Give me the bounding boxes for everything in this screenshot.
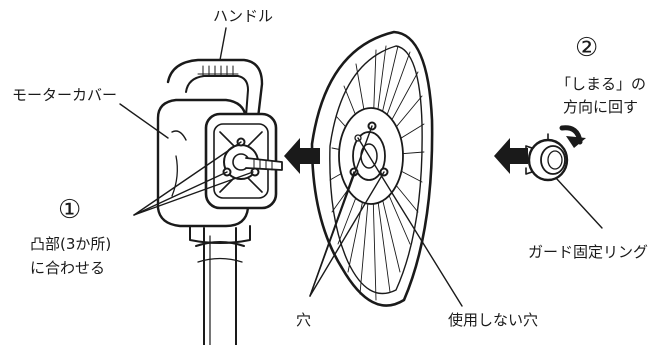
label-tighten-line2: 方向に回す <box>563 98 639 116</box>
motor-front-plate <box>204 112 278 210</box>
leader-lines <box>119 27 603 307</box>
label-bumps-line1: 凸部(3か所) <box>30 235 112 253</box>
rotate-arrow-arc <box>559 125 583 145</box>
step-2-number: ② <box>575 33 599 63</box>
leader-handle <box>219 27 227 61</box>
leader-bump-1 <box>133 141 242 216</box>
rotate-arrow-head <box>566 136 586 148</box>
motor-shaft <box>245 157 283 171</box>
label-motor-cover: モーターカバー <box>12 86 118 104</box>
leader-bump-2 <box>133 171 228 216</box>
guard-ring-shape <box>525 133 569 182</box>
label-guard-ring: ガード固定リング <box>528 243 649 261</box>
leader-bump-3 <box>133 171 254 216</box>
leader-motor-cover <box>119 103 169 139</box>
label-hole: 穴 <box>296 311 312 329</box>
step-1-number: ① <box>58 195 82 225</box>
label-tighten-line1: 「しまる」の <box>556 75 647 93</box>
label-unused-hole: 使用しない穴 <box>448 311 539 329</box>
leader-unused-hole <box>357 137 463 307</box>
label-bumps-line2: に合わせる <box>30 259 106 277</box>
leader-hole-3 <box>309 171 385 297</box>
label-handle: ハンドル <box>213 7 274 25</box>
leader-guard-ring <box>555 177 603 229</box>
stand-pole <box>195 227 245 345</box>
fan-guard-shape <box>310 30 434 307</box>
leader-hole-2 <box>309 171 355 297</box>
arrow-to-guard <box>494 138 528 174</box>
arrow-to-motor <box>284 138 320 174</box>
